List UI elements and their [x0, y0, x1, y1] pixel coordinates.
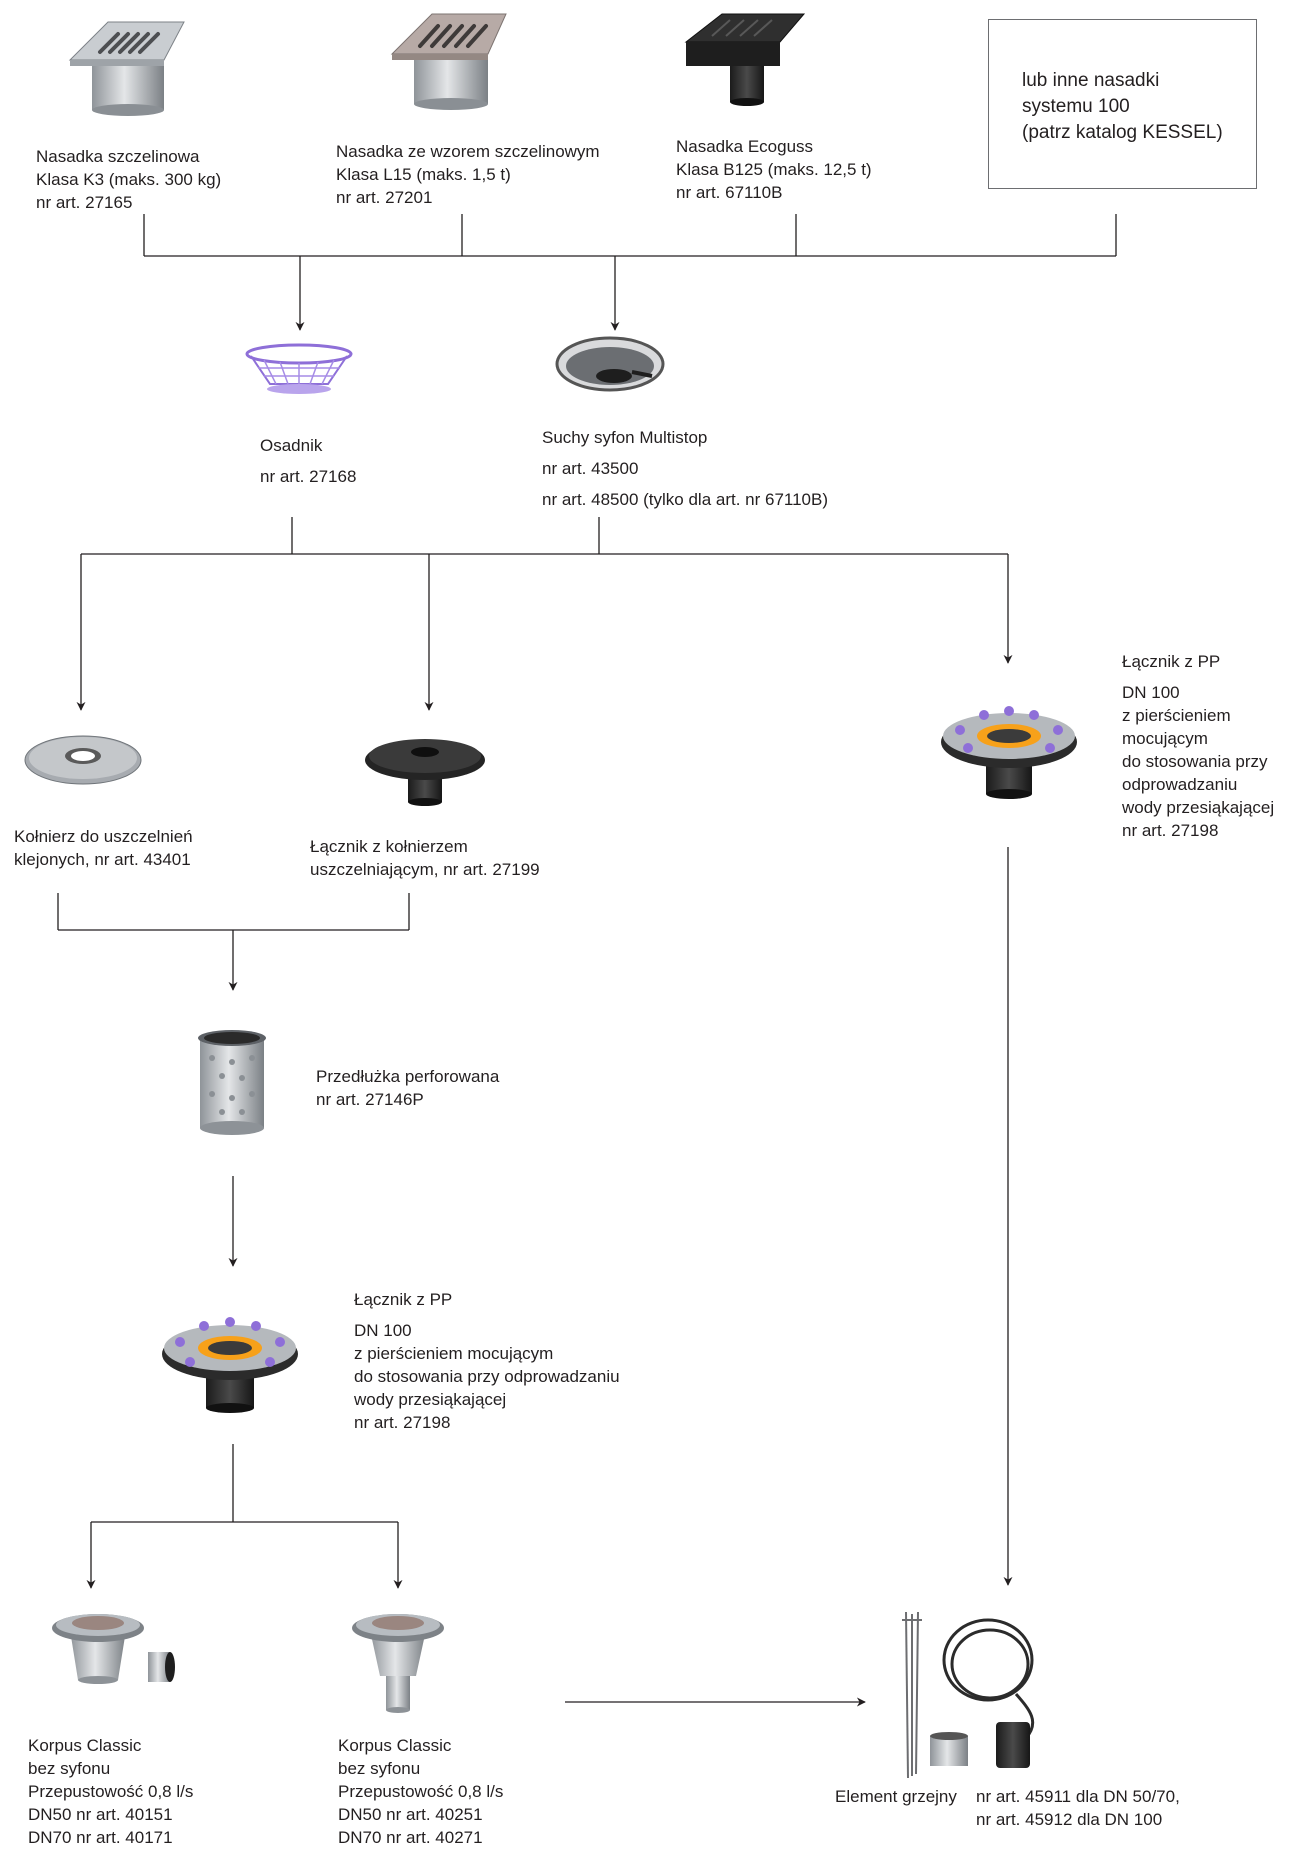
cover-l15-article: nr art. 27201: [336, 188, 433, 207]
heating-element-article: nr art. 45912 dla DN 100: [976, 1810, 1163, 1829]
pp-adapter-right-line: odprowadzaniu: [1122, 775, 1238, 794]
cover-ecoguss-article: nr art. 67110B: [676, 183, 783, 202]
other-covers-line-2: systemu 100: [1022, 96, 1130, 117]
cover-ecoguss-label: Nasadka Ecoguss Klasa B125 (maks. 12,5 t…: [676, 135, 872, 204]
body-side-dn50: DN50 nr art. 40151: [28, 1805, 173, 1824]
cover-l15-name: Nasadka ze wzorem szczelinowym: [336, 142, 600, 161]
cover-l15-label: Nasadka ze wzorem szczelinowym Klasa L15…: [336, 140, 600, 209]
perforated-extension-label: Przedłużka perforowana nr art. 27146P: [316, 1065, 499, 1111]
cover-k3-article: nr art. 27165: [36, 193, 133, 212]
cover-k3-name: Nasadka szczelinowa: [36, 147, 200, 166]
sealing-flange-image: [24, 735, 142, 785]
pp-adapter-right-line: nr art. 27198: [1122, 821, 1219, 840]
multistop-image: [555, 336, 665, 392]
pp-adapter-right-line: DN 100: [1122, 683, 1180, 702]
heating-element-image: [902, 1611, 1035, 1779]
pp-adapter-center-line: nr art. 27198: [354, 1413, 451, 1432]
body-side-type: bez syfonu: [28, 1759, 111, 1778]
multistop-label: Suchy syfon Multistop nr art. 43500 nr a…: [542, 422, 828, 515]
heating-element-article: nr art. 45911 dla DN 50/70,: [976, 1787, 1180, 1806]
flange-adapter-name: Łącznik z kołnierzem: [310, 837, 468, 856]
body-side-capacity: Przepustowość 0,8 l/s: [28, 1782, 194, 1801]
pp-adapter-right-line: do stosowania przy: [1122, 752, 1268, 771]
pp-adapter-center-line: do stosowania przy odprowadzaniu: [354, 1367, 620, 1386]
cover-l15-class: Klasa L15 (maks. 1,5 t): [336, 165, 511, 184]
cover-ecoguss-class: Klasa B125 (maks. 12,5 t): [676, 160, 872, 179]
body-vertical-capacity: Przepustowość 0,8 l/s: [338, 1782, 504, 1801]
flange-adapter-article: uszczelniającym, nr art. 27199: [310, 860, 540, 879]
body-vertical-label: Korpus Classic bez syfonu Przepustowość …: [338, 1734, 503, 1849]
body-side-dn70: DN70 nr art. 40171: [28, 1828, 173, 1847]
pp-adapter-center-label: Łącznik z PP DN 100 z pierścieniem mocuj…: [354, 1288, 620, 1434]
flange-adapter-image: [365, 739, 485, 806]
flange-adapter-label: Łącznik z kołnierzem uszczelniającym, nr…: [310, 835, 540, 881]
pp-adapter-center-image: [162, 1317, 298, 1413]
body-side-name: Korpus Classic: [28, 1736, 142, 1755]
pp-adapter-center-title: Łącznik z PP: [354, 1290, 453, 1309]
other-covers-line-3: (patrz katalog KESSEL): [1022, 122, 1223, 143]
multistop-name: Suchy syfon Multistop: [542, 428, 708, 447]
other-covers-box: lub inne nasadki systemu 100 (patrz kata…: [988, 19, 1257, 189]
pp-adapter-right-image: [941, 706, 1077, 799]
heating-element-name: Element grzejny: [835, 1787, 957, 1806]
perforated-extension-name: Przedłużka perforowana: [316, 1067, 500, 1086]
multistop-article-1: nr art. 43500: [542, 459, 639, 478]
body-vertical-name: Korpus Classic: [338, 1736, 452, 1755]
sediment-bucket-image: [245, 343, 353, 394]
sealing-flange-label: Kołnierz do uszczelnień klejonych, nr ar…: [14, 825, 193, 871]
sediment-bucket-article: nr art. 27168: [260, 467, 357, 486]
pp-adapter-right-line: mocującym: [1122, 729, 1208, 748]
perforated-extension-image: [198, 1030, 266, 1135]
perforated-extension-article: nr art. 27146P: [316, 1090, 424, 1109]
body-vertical-type: bez syfonu: [338, 1759, 421, 1778]
cover-ecoguss-image: [684, 13, 806, 106]
sealing-flange-article: klejonych, nr art. 43401: [14, 850, 191, 869]
pp-adapter-right-line: z pierścieniem: [1122, 706, 1231, 725]
sediment-bucket-label: Osadnik nr art. 27168: [260, 430, 356, 492]
pp-adapter-center-line: DN 100: [354, 1321, 412, 1340]
pp-adapter-center-line: wody przesiąkającej: [354, 1390, 507, 1409]
cover-k3-image: [68, 21, 185, 116]
pp-adapter-right-title: Łącznik z PP: [1122, 652, 1221, 671]
cover-ecoguss-name: Nasadka Ecoguss: [676, 137, 814, 156]
multistop-article-2: nr art. 48500 (tylko dla art. nr 67110B): [542, 490, 829, 509]
sediment-bucket-name: Osadnik: [260, 436, 323, 455]
sealing-flange-name: Kołnierz do uszczelnień: [14, 827, 193, 846]
pp-adapter-center-line: z pierścieniem mocującym: [354, 1344, 554, 1363]
body-vertical-outlet-image: [352, 1614, 444, 1713]
body-vertical-dn50: DN50 nr art. 40251: [338, 1805, 483, 1824]
cover-k3-class: Klasa K3 (maks. 300 kg): [36, 170, 222, 189]
cover-l15-image: [390, 13, 507, 110]
pp-adapter-right-label: Łącznik z PP DN 100 z pierścieniem mocuj…: [1122, 650, 1274, 842]
body-vertical-dn70: DN70 nr art. 40271: [338, 1828, 483, 1847]
body-side-outlet-image: [52, 1614, 175, 1684]
connector-lines: [57, 214, 1117, 1707]
heating-element-articles: nr art. 45911 dla DN 50/70, nr art. 4591…: [976, 1785, 1180, 1831]
other-covers-line-1: lub inne nasadki: [1022, 70, 1160, 91]
cover-k3-label: Nasadka szczelinowa Klasa K3 (maks. 300 …: [36, 145, 221, 214]
body-side-label: Korpus Classic bez syfonu Przepustowość …: [28, 1734, 193, 1849]
pp-adapter-right-line: wody przesiąkającej: [1122, 798, 1275, 817]
